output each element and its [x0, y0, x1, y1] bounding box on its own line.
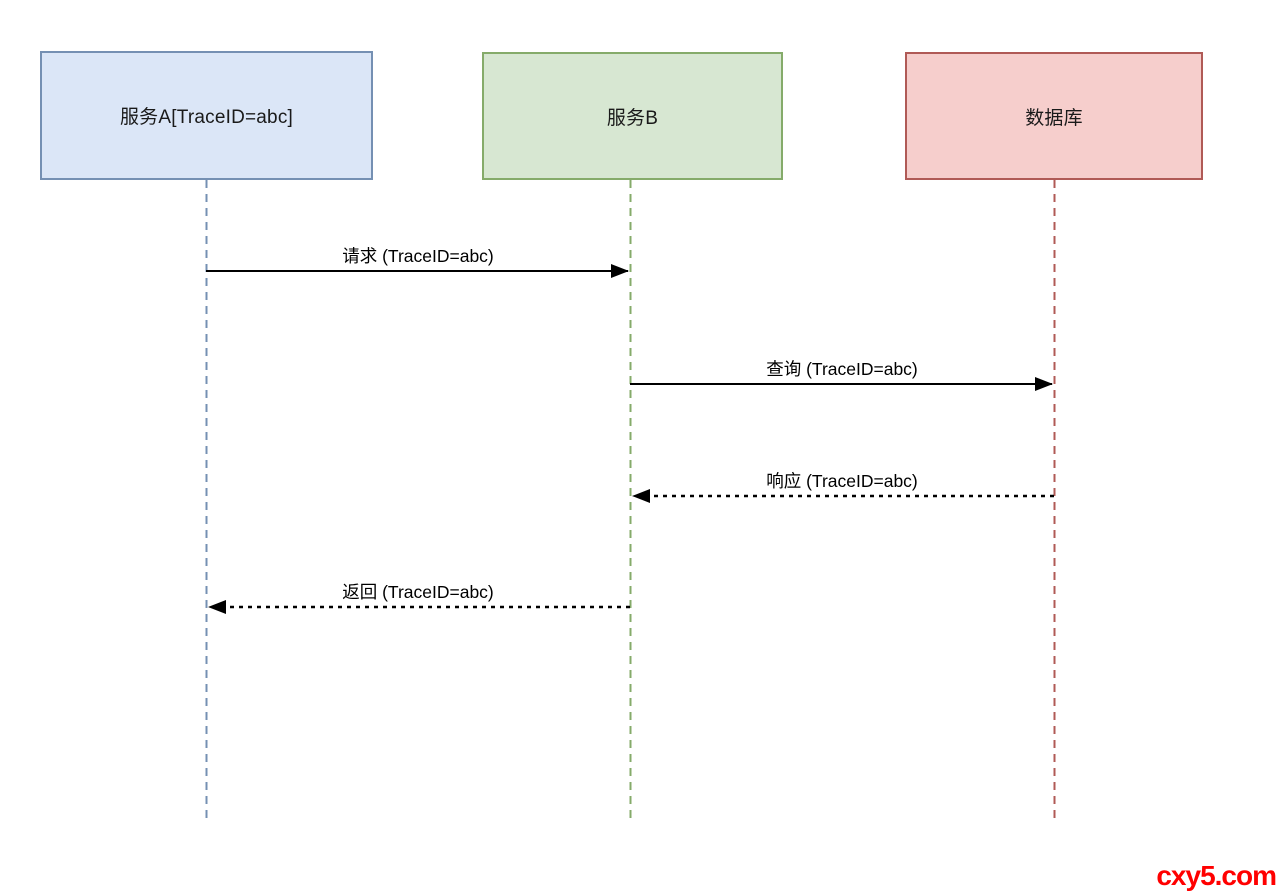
participant-database: 数据库: [905, 52, 1203, 180]
participant-database-label: 数据库: [1025, 107, 1083, 129]
watermark-text: cxy5.com: [1156, 860, 1277, 891]
participant-service-a-label: 服务A[TraceID=abc]: [119, 107, 294, 128]
message-label-request: 请求 (TraceID=abc): [342, 246, 494, 266]
message-label-return: 返回 (TraceID=abc): [342, 582, 494, 602]
participant-service-b: 服务B: [482, 52, 783, 180]
message-label-response: 响应 (TraceID=abc): [766, 471, 918, 491]
participant-service-a: 服务A[TraceID=abc]: [40, 51, 373, 180]
participant-service-b-label: 服务B: [606, 107, 659, 129]
message-label-query: 查询 (TraceID=abc): [766, 359, 918, 379]
